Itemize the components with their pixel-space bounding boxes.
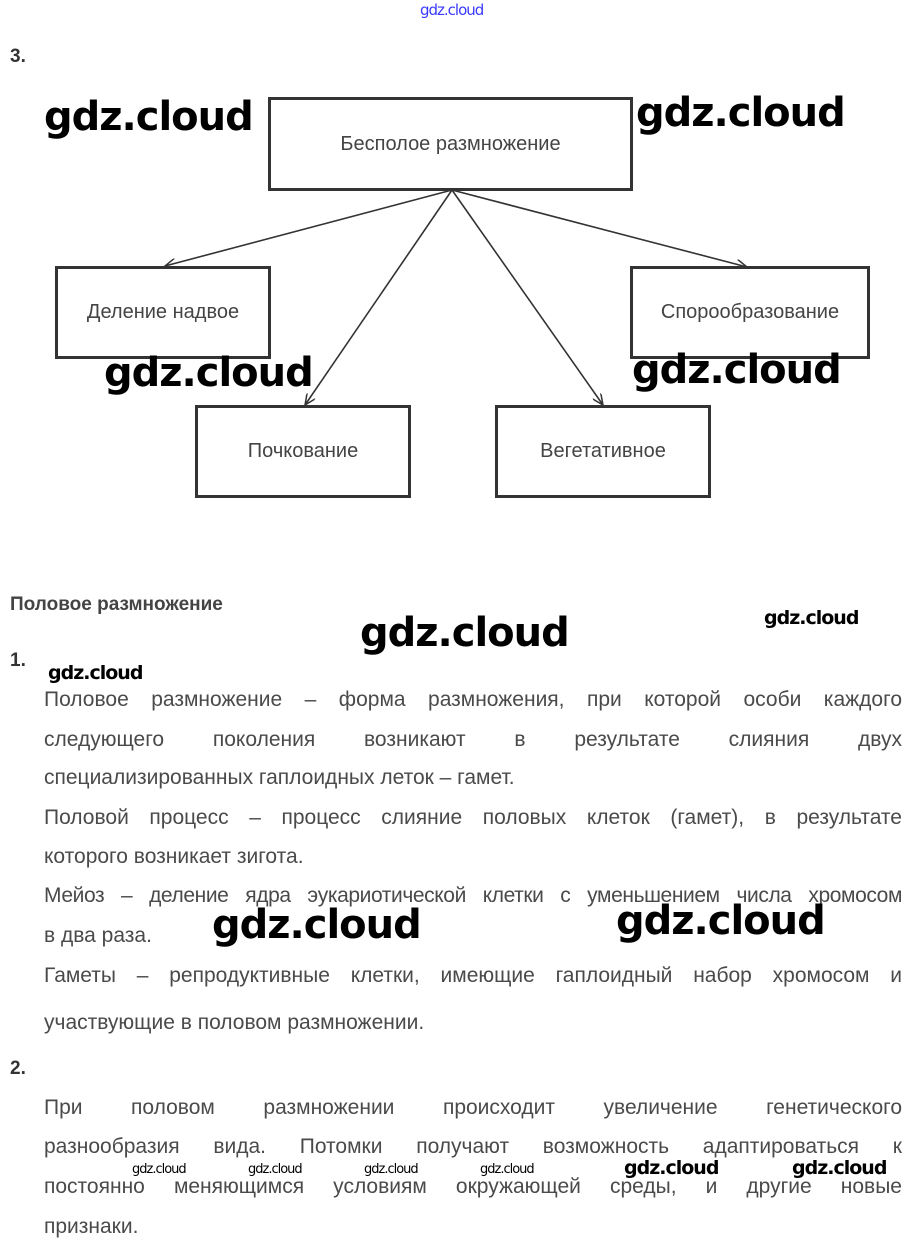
paragraph-line: Гаметы – репродуктивные клетки, имеющие … [44, 964, 902, 987]
paragraph-line: Мейоз – деление ядра эукариотической кле… [44, 884, 902, 907]
paragraph-line: специализированных гаплоидных леток – га… [44, 766, 515, 789]
diagram-box-division: Деление надвое [55, 266, 271, 359]
arrow-to-sporulation [451, 189, 747, 267]
watermark: gdz.cloud [792, 1157, 887, 1179]
watermark: gdz.cloud [616, 898, 826, 944]
watermark: gdz.cloud [48, 662, 143, 684]
watermark: gdz.cloud [636, 90, 846, 136]
watermark: gdz.cloud [132, 1162, 187, 1177]
diagram-box-budding: Почкование [195, 405, 411, 498]
diagram-box-sporulation: Спорообразование [630, 266, 870, 359]
watermark: gdz.cloud [212, 902, 422, 948]
diagram-box-vegetative: Вегетативное [495, 405, 711, 498]
paragraph-line: которого возникает зигота. [44, 845, 304, 868]
paragraph-line: в два раза. [44, 924, 152, 947]
diagram-arrows [0, 189, 917, 520]
paragraph-line: участвующие в половом размножении. [44, 1011, 425, 1034]
question-number: 2. [10, 1058, 26, 1079]
watermark: gdz.cloud [480, 1162, 535, 1177]
watermark: gdz.cloud [44, 94, 254, 140]
watermark: gdz.cloud [364, 1162, 419, 1177]
diagram-root-box: Бесполое размножение [268, 97, 633, 191]
watermark: gdz.cloud [104, 350, 314, 396]
section-heading: Половое размножение [10, 594, 223, 615]
paragraph-line: признаки. [44, 1215, 139, 1238]
paragraph-line: При половом размножении происходит увели… [44, 1096, 902, 1119]
question-number: 1. [10, 650, 26, 671]
watermark: gdz.cloud [632, 347, 842, 393]
paragraph-line: разнообразия вида. Потомки получают возм… [44, 1135, 902, 1158]
arrow-to-budding [305, 189, 453, 405]
watermark: gdz.cloud [764, 607, 859, 629]
arrow-to-division [165, 189, 453, 266]
section-number: 3. [10, 46, 26, 67]
paragraph-line: Половой процесс – процесс слияние половы… [44, 806, 902, 829]
paragraph-line: Половое размножение – форма размножения,… [44, 688, 902, 711]
watermark: gdz.cloud [248, 1162, 303, 1177]
paragraph-line: следующего поколения возникают в результ… [44, 728, 902, 751]
arrow-to-vegetative [451, 189, 603, 405]
paragraph-line: постоянно меняющимся условиям окружающей… [44, 1175, 902, 1198]
watermark: gdz.cloud [624, 1157, 719, 1179]
watermark: gdz.cloud [360, 610, 570, 656]
watermark: gdz.cloud [420, 1, 484, 19]
